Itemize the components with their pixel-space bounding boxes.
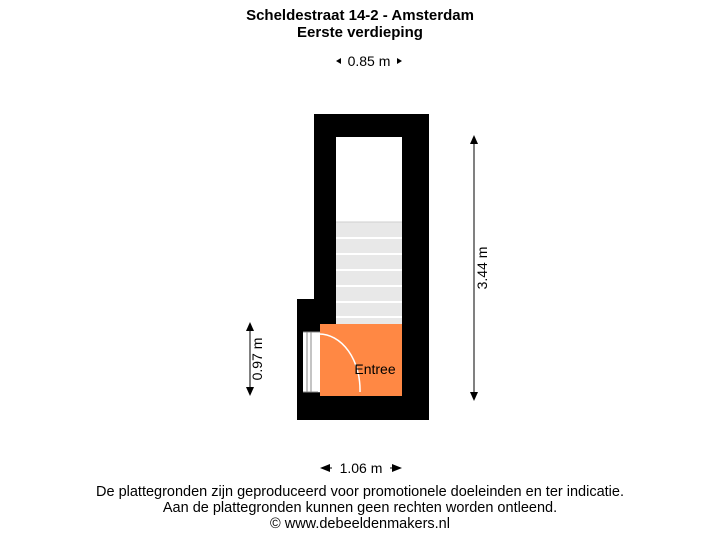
dimension-label-door: 0.97 m bbox=[249, 338, 265, 381]
staircase bbox=[336, 221, 402, 325]
floor-name: Eerste verdieping bbox=[297, 24, 423, 41]
copyright-line: © www.debeeldenmakers.nl bbox=[270, 516, 450, 532]
dimension-bottom bbox=[320, 464, 402, 472]
disclaimer-line-2: Aan de plattegronden kunnen geen rechten… bbox=[162, 500, 558, 516]
disclaimer-line-1: De plattegronden zijn geproduceerd voor … bbox=[96, 484, 624, 500]
dimension-top bbox=[336, 58, 402, 64]
entrance-room bbox=[320, 324, 402, 396]
room-label-entrance: Entree bbox=[354, 361, 395, 377]
plan-title: Scheldestraat 14-2 - Amsterdam bbox=[246, 7, 474, 24]
dimension-right bbox=[470, 135, 478, 401]
door-swing-arc bbox=[318, 333, 361, 393]
dimension-label-bottom: 1.06 m bbox=[340, 460, 383, 476]
dimension-left bbox=[246, 322, 254, 396]
dimension-label-height: 3.44 m bbox=[474, 247, 490, 290]
dimension-label-top: 0.85 m bbox=[348, 53, 391, 69]
